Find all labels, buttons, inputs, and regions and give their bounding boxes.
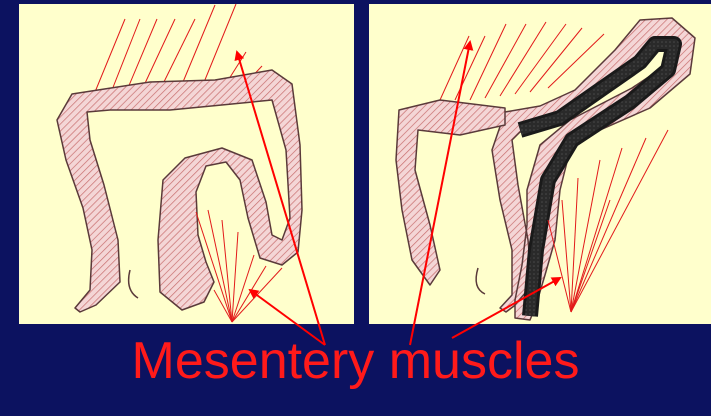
caption-mesentery-muscles: Mesentery muscles bbox=[0, 331, 711, 391]
right-panel bbox=[369, 4, 711, 324]
